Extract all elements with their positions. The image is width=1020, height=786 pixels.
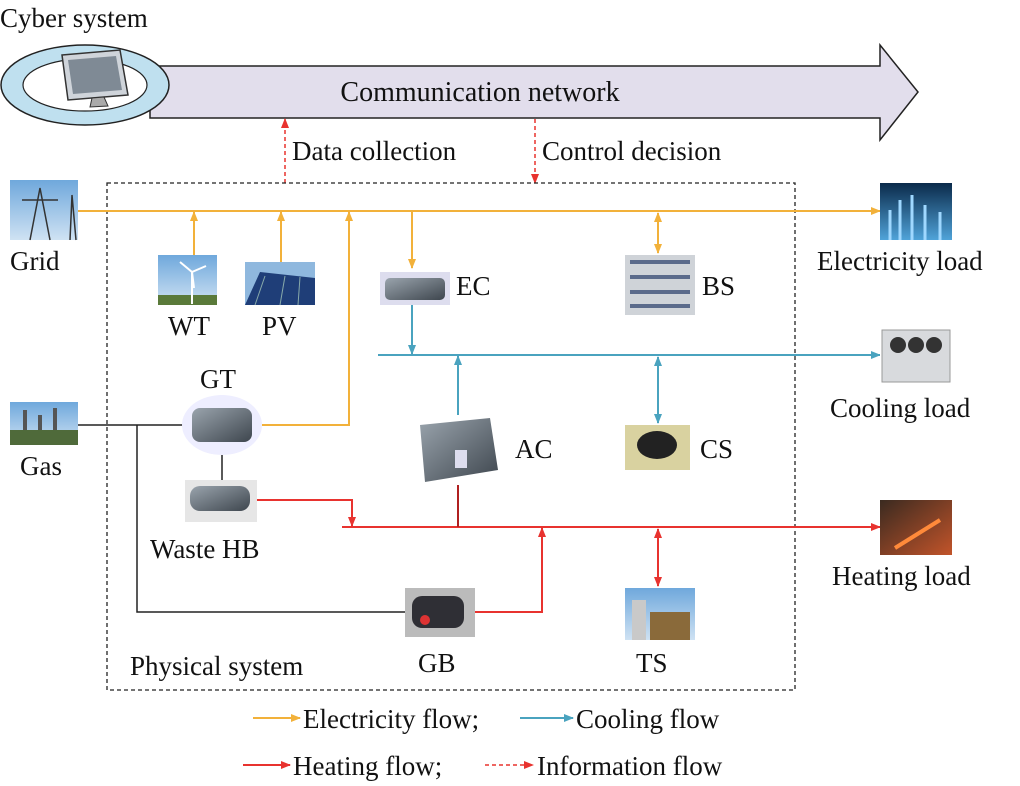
gt-image: [182, 395, 262, 455]
legend-cooling: Cooling flow: [576, 704, 720, 734]
grid-label: Grid: [10, 246, 60, 276]
gt-label: GT: [200, 364, 236, 394]
gas-image: [10, 402, 78, 445]
cs-image: [625, 425, 690, 470]
heating-flows: [257, 485, 881, 613]
ec-label: EC: [456, 271, 491, 301]
electricity-load-label: Electricity load: [817, 246, 983, 276]
cs-label: CS: [700, 434, 733, 464]
ts-image: [625, 588, 695, 640]
bs-image: [625, 255, 695, 315]
legend-electricity: Electricity flow;: [303, 704, 479, 734]
electricity-load-image: [880, 183, 952, 240]
cyber-system-title: Cyber system: [0, 3, 148, 33]
physical-system-label: Physical system: [130, 651, 303, 681]
pv-image: [245, 262, 315, 306]
physical-system-boundary: [106, 182, 796, 691]
computer-monitor-icon: [61, 49, 129, 108]
control-decision-label: Control decision: [542, 136, 722, 166]
gb-image: [405, 588, 475, 637]
cooling-load-image: [880, 325, 952, 385]
gb-label: GB: [418, 648, 456, 678]
waste-hb-label: Waste HB: [150, 534, 260, 564]
data-collection-label: Data collection: [292, 136, 457, 166]
cooling-load-label: Cooling load: [830, 393, 971, 423]
waste-hb-image: [185, 480, 257, 522]
gas-lines: [78, 424, 405, 613]
bs-label: BS: [702, 271, 735, 301]
pv-label: PV: [262, 311, 297, 341]
ts-label: TS: [636, 648, 668, 678]
legend-information: Information flow: [537, 751, 723, 781]
electricity-flows: [78, 207, 881, 426]
ac-label: AC: [515, 434, 553, 464]
legend-heating: Heating flow;: [293, 751, 442, 781]
wind-turbine-image: [158, 255, 217, 305]
cooling-flows: [378, 305, 881, 424]
gas-label: Gas: [20, 451, 62, 481]
heating-load-image: [880, 500, 952, 555]
wt-label: WT: [168, 311, 210, 341]
legend: Electricity flow; Cooling flow Heating f…: [243, 704, 723, 781]
grid-image: [10, 180, 78, 241]
heating-load-label: Heating load: [832, 561, 971, 591]
communication-network-label: Communication network: [340, 77, 619, 108]
ec-image: [380, 272, 450, 305]
communication-network-arrow: [149, 42, 919, 143]
ac-image: [415, 415, 500, 485]
